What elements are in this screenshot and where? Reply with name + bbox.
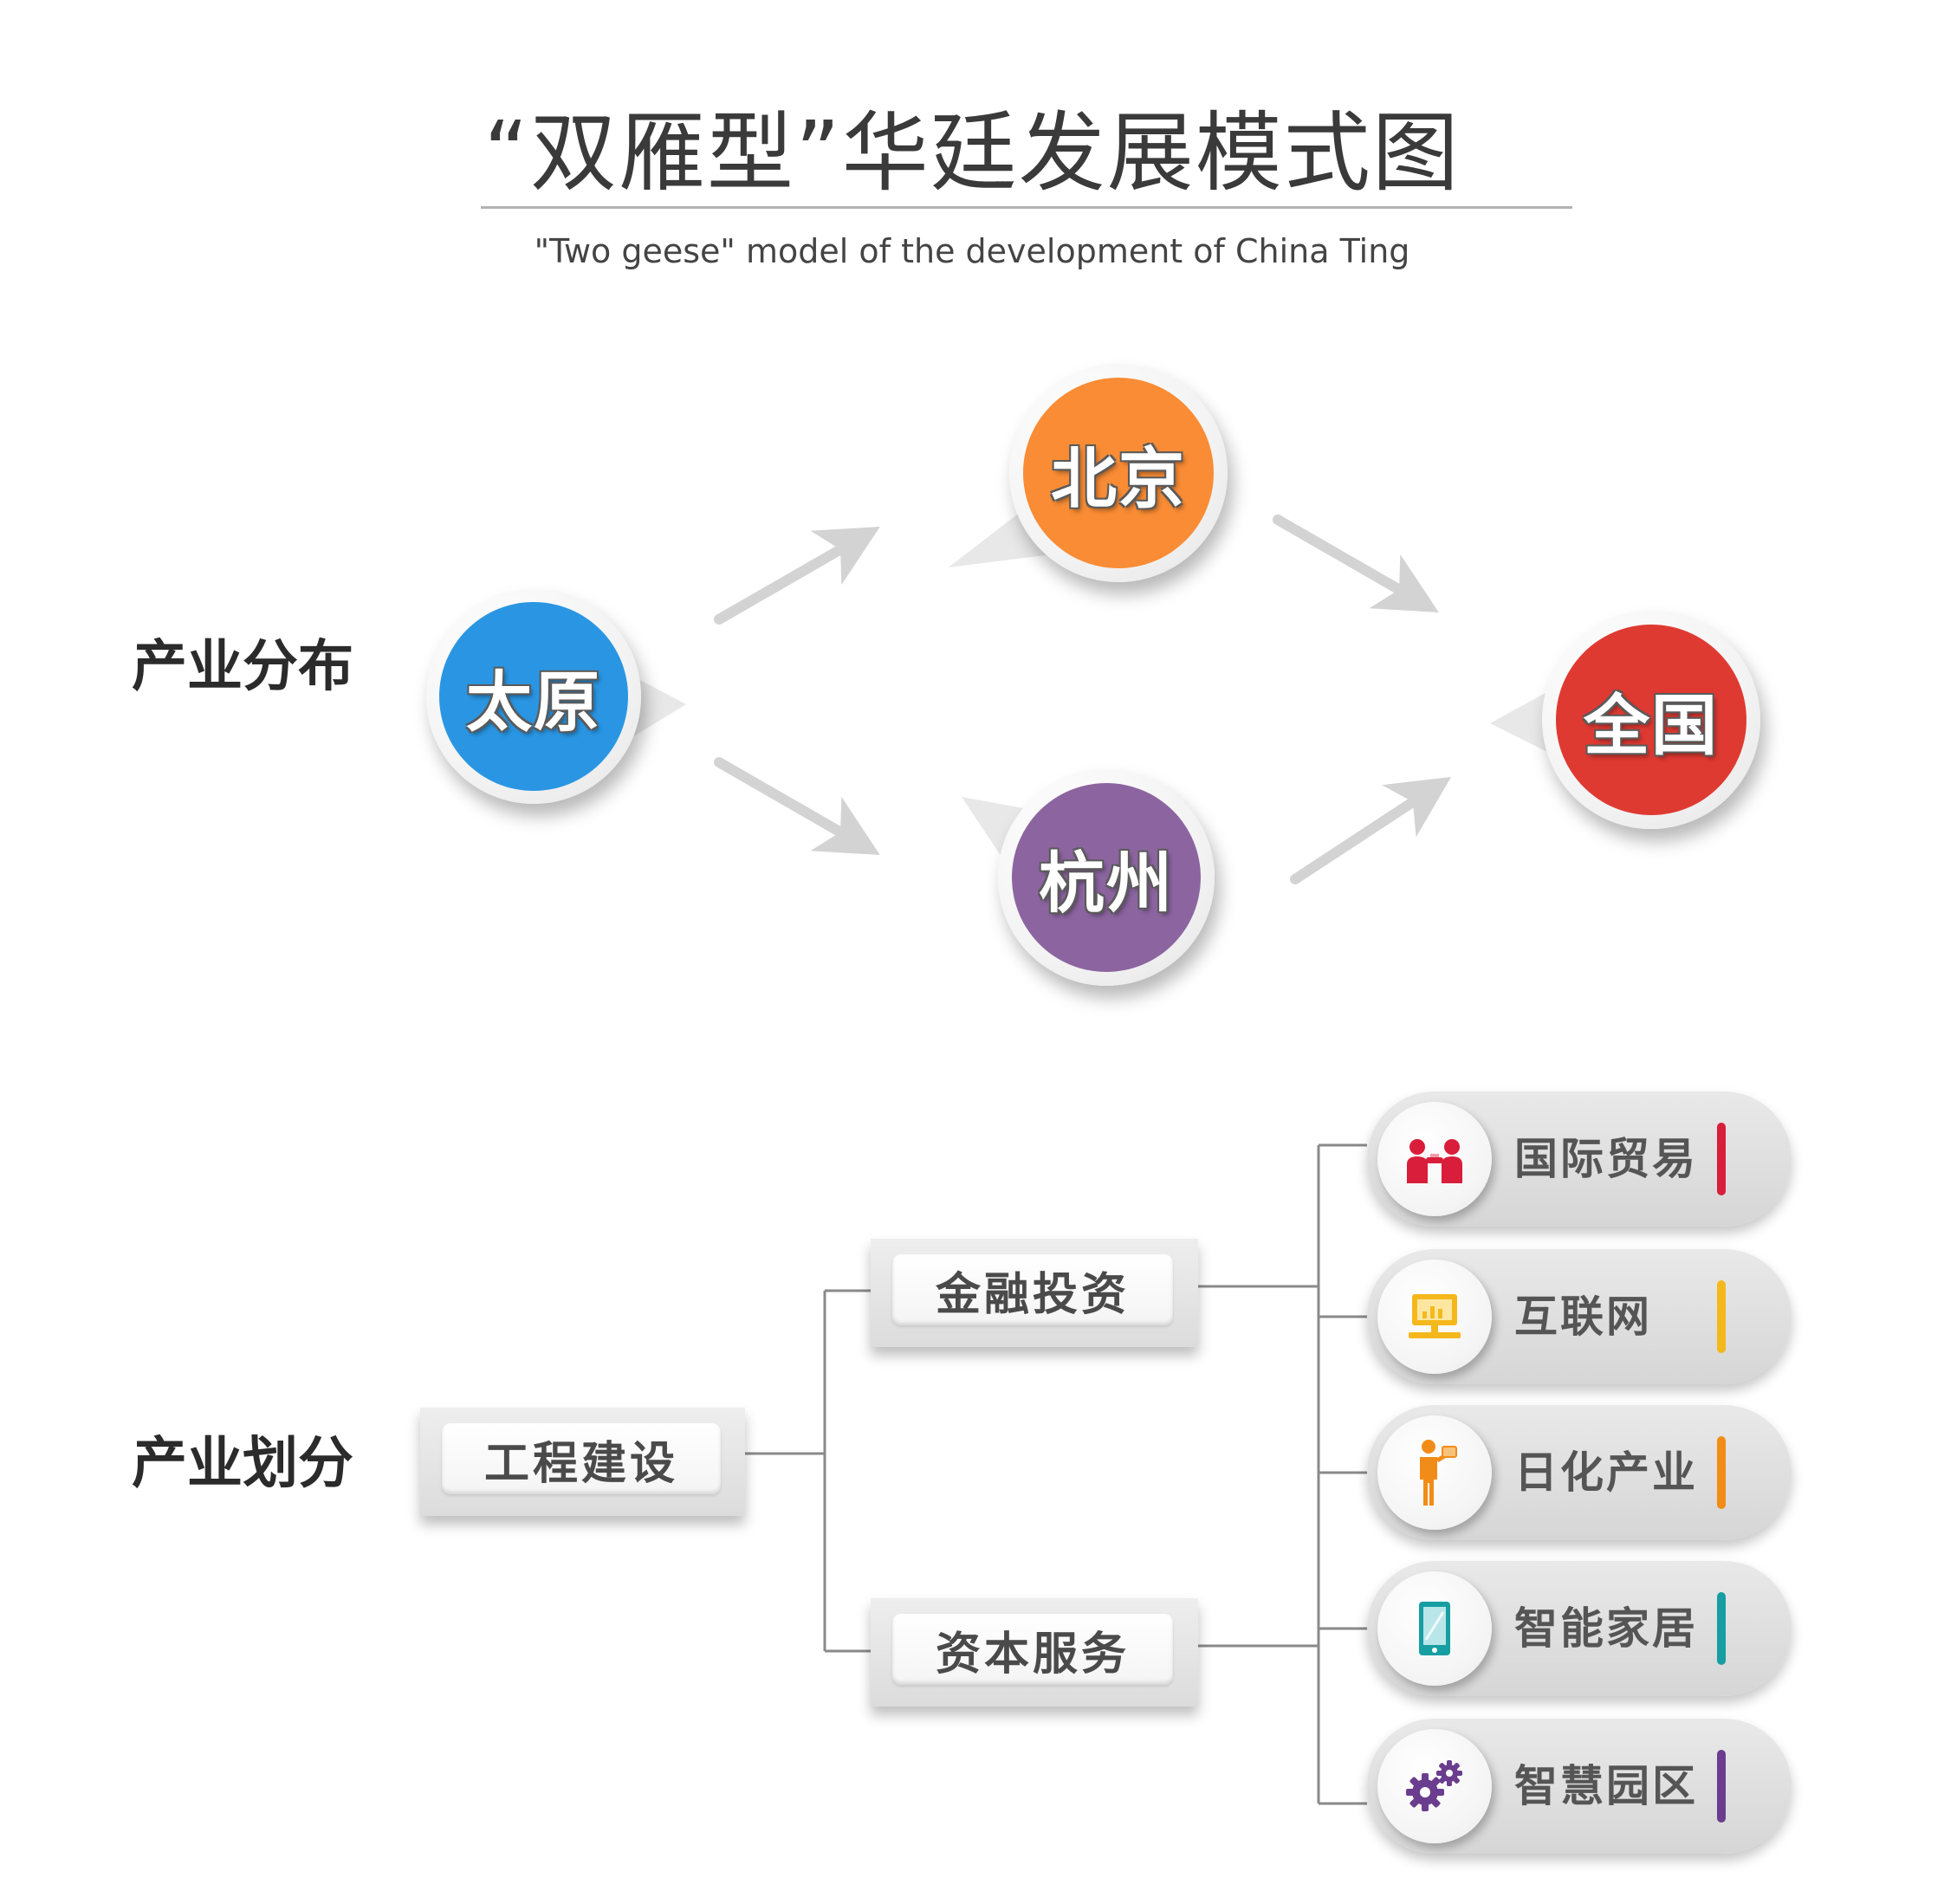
- node-label: 北京: [1051, 440, 1186, 517]
- industry-label: 智慧园区: [1514, 1761, 1698, 1811]
- gears-icon: [1406, 1760, 1462, 1811]
- node-beijing: 北京: [949, 364, 1234, 598]
- industry-item-internet: 互联网: [1367, 1249, 1792, 1384]
- node-branch-capital: 资本服务: [871, 1598, 1198, 1706]
- page-subtitle: "Two geese" model of the development of …: [534, 232, 1410, 270]
- node-root: 工程建设: [420, 1408, 745, 1516]
- industry-label: 国际贸易: [1514, 1134, 1698, 1184]
- industry-item-trade: 国际贸易: [1367, 1091, 1792, 1227]
- accent-bar: [1717, 1750, 1726, 1823]
- arrow-beijing-to-quanguo: [1273, 515, 1439, 612]
- node-label: 太原: [466, 664, 601, 741]
- arrow-taiyuan-to-hangzhou: [714, 757, 880, 855]
- handshake-people-icon: [1407, 1139, 1462, 1183]
- node-quanguo: 全国: [1490, 611, 1767, 836]
- accent-bar: [1717, 1280, 1726, 1353]
- node-label: 杭州: [1039, 845, 1174, 922]
- title-divider: [481, 206, 1572, 209]
- arrow-taiyuan-to-beijing: [714, 527, 880, 625]
- section-label-distribution: 产业分布: [132, 635, 353, 699]
- accent-bar: [1717, 1592, 1726, 1665]
- node-branch-label: 金融投资: [892, 1254, 1173, 1325]
- node-branch-label: 资本服务: [892, 1614, 1173, 1685]
- node-root-label: 工程建设: [442, 1423, 721, 1494]
- smartphone-icon: [1419, 1602, 1450, 1655]
- industry-label: 智能家居: [1514, 1603, 1698, 1654]
- node-taiyuan: 太原: [426, 589, 703, 814]
- section-label-division: 产业划分: [132, 1432, 353, 1496]
- person-with-tablet-icon: [1420, 1440, 1457, 1506]
- node-branch-finance: 金融投资: [871, 1239, 1198, 1347]
- industry-label: 互联网: [1514, 1292, 1652, 1342]
- computer-monitor-icon: [1409, 1294, 1461, 1338]
- industry-label: 日化产业: [1514, 1447, 1698, 1498]
- industry-item-smart-park: 智慧园区: [1367, 1719, 1792, 1854]
- accent-bar: [1717, 1123, 1726, 1195]
- arrow-hangzhou-to-quanguo: [1290, 776, 1452, 884]
- industry-item-chemicals: 日化产业: [1367, 1405, 1792, 1540]
- node-hangzhou: 杭州: [962, 762, 1230, 996]
- node-label: 全国: [1584, 687, 1719, 764]
- accent-bar: [1717, 1436, 1726, 1509]
- page-title: “双雁型”华廷发展模式图: [483, 102, 1461, 204]
- industry-item-smart-home: 智能家居: [1367, 1561, 1792, 1696]
